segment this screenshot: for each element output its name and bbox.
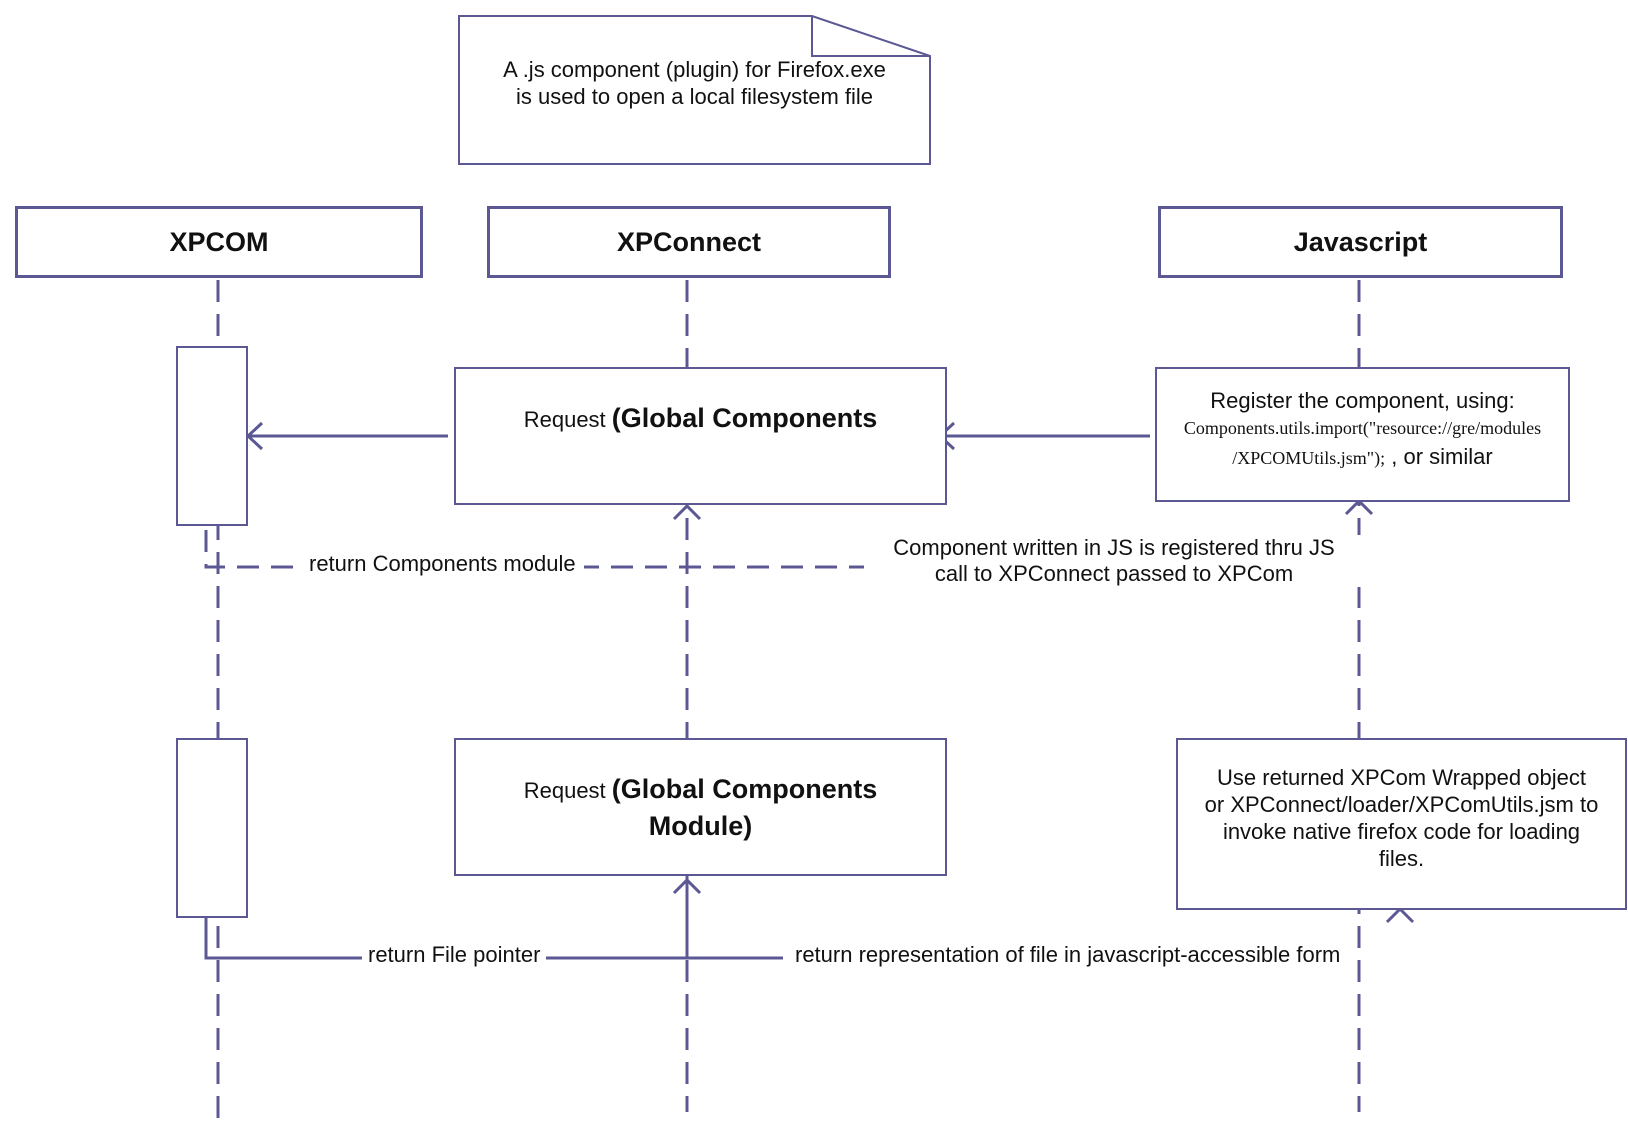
return-file-pointer-line [204, 918, 783, 960]
lifeline-head-xpconnect: XPConnect [487, 206, 891, 278]
return-file-pointer-label: return File pointer [362, 942, 547, 968]
use-line-1: Use returned XPCom Wrapped object [1217, 765, 1586, 790]
register-line-1: Register the component, using: [1210, 388, 1515, 413]
note-shape [458, 15, 931, 165]
request-1-bold: (Global Components [611, 403, 878, 433]
use-line-4: files. [1378, 846, 1425, 871]
activation-xpcom-2 [176, 738, 248, 918]
request-global-components-module-box: Request (Global Components Module) [454, 738, 947, 876]
request-2-bold-2: Module) [648, 811, 753, 841]
xpconnect-title: XPConnect [616, 226, 762, 257]
registered-line-2: call to XPConnect passed to XPCom [934, 561, 1294, 586]
note: A .js component (plugin) for Firefox.exe… [458, 15, 931, 165]
use-line-2: or XPConnect/loader/XPComUtils.jsm to [1204, 792, 1599, 817]
arrowhead-xpcom [245, 421, 264, 451]
lifeline-head-javascript: Javascript [1158, 206, 1563, 278]
return-components-label: return Components module [301, 551, 584, 577]
request-2-prefix: Request [523, 778, 612, 803]
request-1-prefix: Request [523, 407, 612, 432]
note-text: A .js component (plugin) for Firefox.exe… [458, 56, 931, 110]
arrowhead-use-bottom [1385, 906, 1415, 924]
request-2-bold-1: (Global Components [611, 774, 878, 804]
arrowhead-request-bottom [672, 503, 702, 521]
register-component-box: Register the component, using: Component… [1155, 367, 1570, 502]
xpcom-title: XPCOM [169, 226, 269, 257]
note-line-2: is used to open a local filesystem file [515, 84, 874, 109]
register-suffix: , or similar [1385, 444, 1493, 469]
request-global-components-box: Request (Global Components [454, 367, 947, 505]
registered-label: Component written in JS is registered th… [866, 535, 1362, 587]
arrowhead-register-bottom [1344, 498, 1374, 516]
note-line-1: A .js component (plugin) for Firefox.exe [503, 57, 886, 82]
javascript-title: Javascript [1293, 226, 1428, 257]
return-representation-label: return representation of file in javascr… [789, 942, 1347, 968]
register-code-1: Components.utils.import("resource://gre/… [1183, 418, 1542, 438]
use-line-3: invoke native firefox code for loading [1222, 819, 1581, 844]
return-components-line [204, 530, 864, 569]
activation-xpcom-1 [176, 346, 248, 526]
lifeline-head-xpcom: XPCOM [15, 206, 423, 278]
use-wrapped-object-box: Use returned XPCom Wrapped object or XPC… [1176, 738, 1627, 910]
register-code-2: /XPCOMUtils.jsm"); [1232, 448, 1386, 468]
arrowhead-request2-bottom [672, 877, 702, 895]
registered-line-1: Component written in JS is registered th… [893, 535, 1335, 560]
